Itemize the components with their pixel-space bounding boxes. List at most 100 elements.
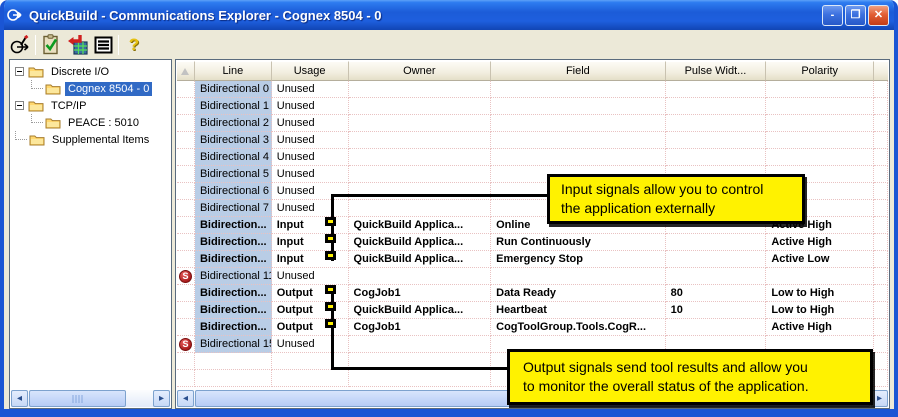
column-header-status[interactable]	[177, 61, 195, 81]
sidebar-item-peace-5010[interactable]: PEACE : 5010	[11, 114, 170, 131]
table-horizontal-scrollbar[interactable]: ◂ ▸	[177, 390, 888, 407]
collapse-expander-icon[interactable]	[15, 101, 24, 110]
cell-line: Bidirectional 1	[194, 98, 272, 115]
window-title: QuickBuild - Communications Explorer - C…	[29, 7, 382, 23]
cell-pol: Active High	[766, 217, 875, 234]
column-header-owner[interactable]: Owner	[348, 61, 492, 81]
cell-extra	[874, 336, 888, 353]
cell-line: Bidirectional 3	[194, 132, 272, 149]
cell-pulse	[665, 370, 767, 387]
column-header-pulsewidth[interactable]: Pulse Widt...	[665, 61, 767, 81]
collapse-expander-icon[interactable]	[15, 67, 24, 76]
tree-item-label: Discrete I/O	[51, 65, 110, 78]
cell-line: Bidirectional 2	[194, 115, 272, 132]
minimize-button[interactable]: -	[822, 5, 843, 26]
cell-owner: QuickBuild Applica...	[348, 234, 492, 251]
column-header-line[interactable]: Line	[194, 61, 272, 81]
cell-usage: Unused	[271, 149, 349, 166]
cell-extra	[874, 319, 888, 336]
connection-properties-button[interactable]	[7, 33, 33, 57]
cell-pulse	[665, 115, 767, 132]
sidebar-item-cognex-8504-0[interactable]: Cognex 8504 - 0	[11, 80, 170, 97]
cell-owner	[348, 81, 492, 98]
column-header-field[interactable]: Field	[491, 61, 666, 81]
cell-owner	[348, 166, 492, 183]
validate-icon	[42, 34, 60, 55]
download-to-device-button[interactable]	[64, 33, 90, 57]
sidebar-item-tcp-ip[interactable]: TCP/IP	[11, 97, 170, 114]
validate-button[interactable]	[38, 33, 64, 57]
row-status-cell	[177, 302, 195, 319]
cell-extra	[874, 234, 888, 251]
cell-field: Data Ready	[491, 285, 666, 302]
sidebar-item-supplemental-items[interactable]: Supplemental Items	[11, 131, 170, 148]
cell-owner	[348, 149, 492, 166]
cell-field	[491, 149, 666, 166]
column-header-polarity[interactable]: Polarity	[766, 61, 875, 81]
sidebar-item-discrete-i-o[interactable]: Discrete I/O	[11, 63, 170, 80]
cell-pulse	[665, 132, 767, 149]
cell-usage: Unused	[271, 98, 349, 115]
column-header-label: Pulse Widt...	[684, 65, 747, 77]
scroll-right-icon[interactable]: ▸	[153, 390, 170, 407]
cell-pulse	[665, 149, 767, 166]
tree-horizontal-scrollbar[interactable]: ◂ ▸	[11, 390, 170, 407]
cell-line: Bidirection...	[194, 319, 272, 336]
scroll-right-icon[interactable]: ▸	[871, 390, 888, 407]
row-status-cell	[177, 370, 195, 387]
row-status-cell	[177, 149, 195, 166]
cell-field	[491, 353, 666, 370]
cell-pol: Active High	[766, 319, 875, 336]
help-button[interactable]: ?	[121, 33, 147, 57]
folder-icon	[28, 65, 44, 78]
close-button[interactable]: ✕	[868, 5, 889, 26]
column-header-usage[interactable]: Usage	[271, 61, 349, 81]
titlebar[interactable]: QuickBuild - Communications Explorer - C…	[4, 0, 894, 30]
maximize-button[interactable]: ❐	[845, 5, 866, 26]
table-scrollbar-thumb[interactable]	[195, 390, 870, 407]
cell-field	[491, 115, 666, 132]
cell-pulse	[665, 81, 767, 98]
empty-table-row	[177, 353, 888, 370]
cell-owner: QuickBuild Applica...	[348, 302, 492, 319]
cell-pulse	[665, 98, 767, 115]
cell-owner	[348, 353, 492, 370]
cell-line: Bidirection...	[194, 251, 272, 268]
scroll-left-icon[interactable]: ◂	[11, 390, 28, 407]
scroll-left-icon[interactable]: ◂	[177, 390, 194, 407]
cell-pol: Low to High	[766, 302, 875, 319]
cell-usage: Unused	[271, 200, 349, 217]
list-view-button[interactable]	[90, 33, 116, 57]
tree-scrollbar-thumb[interactable]	[29, 390, 126, 407]
cell-owner	[348, 98, 492, 115]
cell-owner	[348, 268, 492, 285]
row-status-cell	[177, 115, 195, 132]
cell-usage: Unused	[271, 115, 349, 132]
cell-owner	[348, 132, 492, 149]
cell-line: Bidirection...	[194, 234, 272, 251]
cell-owner	[348, 115, 492, 132]
column-header-extra[interactable]	[874, 61, 888, 81]
cell-pulse: 80	[665, 285, 767, 302]
row-status-cell	[177, 217, 195, 234]
empty-table-row	[177, 370, 888, 387]
